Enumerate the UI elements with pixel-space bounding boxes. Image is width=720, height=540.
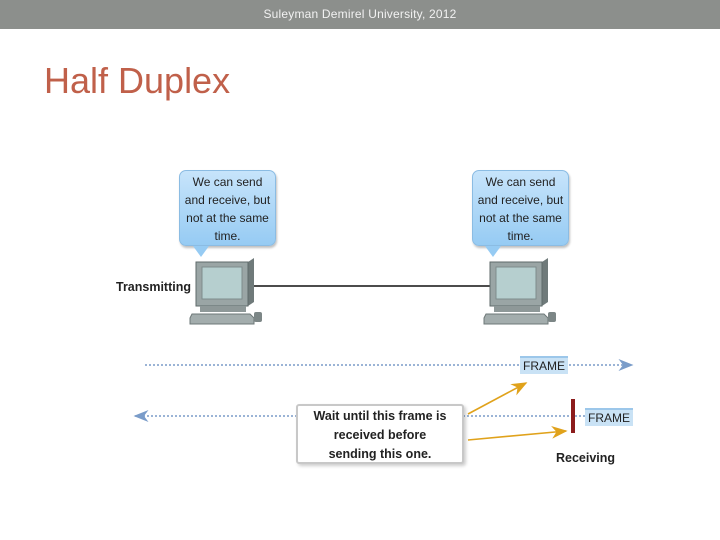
bubble-line: and receive, but [477, 193, 564, 207]
bubble-line: not at the same [479, 211, 562, 225]
slide-title: Half Duplex [44, 60, 231, 101]
stop-bar [571, 399, 575, 433]
wait-note-line: received before [333, 428, 427, 442]
wait-note-line: Wait until this frame is [313, 409, 447, 423]
frame-label-top: FRAME [520, 356, 568, 374]
wait-arrow-right [467, 425, 568, 441]
wait-note-line: sending this one. [328, 447, 432, 461]
computer-monitor-icon [189, 258, 262, 325]
right-bubble-tail [485, 246, 501, 257]
bubble-line: time. [214, 229, 241, 243]
wait-note-box: Wait until this frame is received before… [296, 404, 464, 464]
transmitting-label: Transmitting [116, 280, 192, 294]
bubble-line: not at the same [186, 211, 269, 225]
receiving-label: Receiving [556, 451, 616, 465]
header-bar: Suleyman Demirel University, 2012 [0, 0, 720, 29]
header-text: Suleyman Demirel University, 2012 [263, 7, 457, 21]
left-bubble-tail [193, 246, 209, 257]
frame-label-bottom: FRAME [585, 408, 633, 426]
bubble-line: and receive, but [184, 193, 271, 207]
bubble-line: time. [507, 229, 534, 243]
left-speech-bubble: We can send and receive, but not at the … [179, 170, 276, 246]
bubble-line: We can send [192, 175, 263, 189]
right-speech-bubble: We can send and receive, but not at the … [472, 170, 569, 246]
wait-arrow-up [467, 382, 528, 415]
computer-monitor-icon [483, 258, 556, 325]
bubble-line: We can send [485, 175, 556, 189]
